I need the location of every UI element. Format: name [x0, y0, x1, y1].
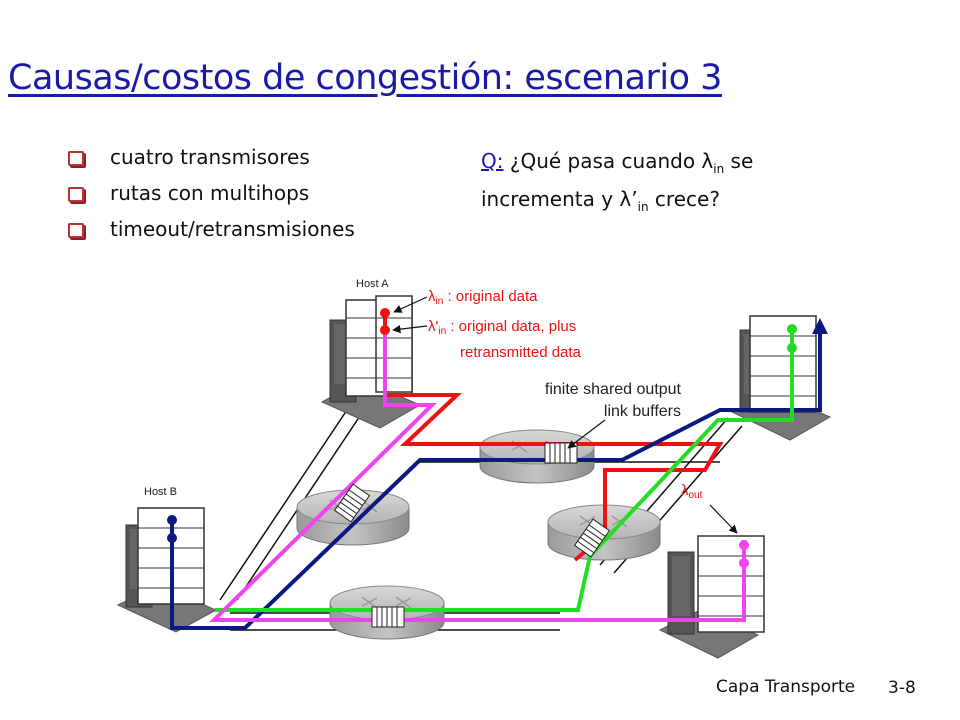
question-part: crece? [648, 187, 720, 211]
checkbox-bullet-icon [68, 187, 84, 202]
host-c-computer [730, 315, 832, 441]
question-line-2: incrementa y λ’in crece? [481, 184, 753, 222]
checkbox-bullet-icon [68, 223, 84, 238]
bullet-item: rutas con multihops [68, 178, 355, 214]
question-part: ¿Qué pasa cuando λ [503, 149, 714, 173]
question-subscript: in [637, 200, 649, 214]
host-a-label: Host A [356, 278, 389, 290]
host-b-label: Host B [144, 486, 177, 498]
host-a-computer [320, 295, 422, 429]
question-text: Q: ¿Qué pasa cuando λin se incrementa y … [481, 146, 753, 222]
flow-navy [170, 330, 822, 630]
bullet-item: cuatro transmisores [68, 142, 355, 178]
lambda-in-label: λin : original data [428, 288, 538, 307]
bullet-text: cuatro transmisores [110, 145, 310, 169]
buffer-label-1: finite shared output [545, 381, 682, 398]
flow-green [215, 330, 794, 612]
question-line-1: Q: ¿Qué pasa cuando λin se [481, 146, 753, 184]
footer-label: Capa Transporte [716, 677, 856, 697]
lambda-out-label: λout [681, 482, 703, 501]
buffer-bottom [371, 606, 405, 628]
buffer-left [333, 483, 371, 523]
lambda-in-arrow [393, 296, 428, 313]
buffer-top [544, 442, 578, 464]
buffer-label-2: link buffers [604, 403, 681, 420]
bullet-list: cuatro transmisores rutas con multihops … [68, 142, 355, 250]
host-b-computer [116, 507, 218, 633]
bullet-item: timeout/retransmisiones [68, 214, 355, 250]
buffer-right [573, 518, 611, 558]
question-part: incrementa y λ’ [481, 187, 638, 211]
lambda-prime-label: λ'in : original data, plus [428, 318, 576, 337]
page-title: Causas/costos de congestión: escenario 3 [8, 58, 722, 98]
host-d-computer [658, 535, 765, 659]
flow-endpoints [167, 308, 828, 568]
checkbox-bullet-icon [68, 151, 84, 166]
flow-red [383, 313, 724, 562]
buffer-arrow [567, 419, 606, 449]
flow-magenta [209, 330, 746, 622]
question-part: se [724, 149, 754, 173]
lambda-prime-arrow [392, 324, 428, 334]
question-subscript: in [713, 162, 725, 176]
lambda-prime-label-2: retransmitted data [460, 344, 582, 361]
lambda-out-arrow [709, 504, 738, 534]
bullet-text: timeout/retransmisiones [110, 217, 355, 241]
page-number: 3-8 [888, 678, 916, 698]
question-label: Q: [481, 149, 504, 173]
bullet-text: rutas con multihops [110, 181, 310, 205]
